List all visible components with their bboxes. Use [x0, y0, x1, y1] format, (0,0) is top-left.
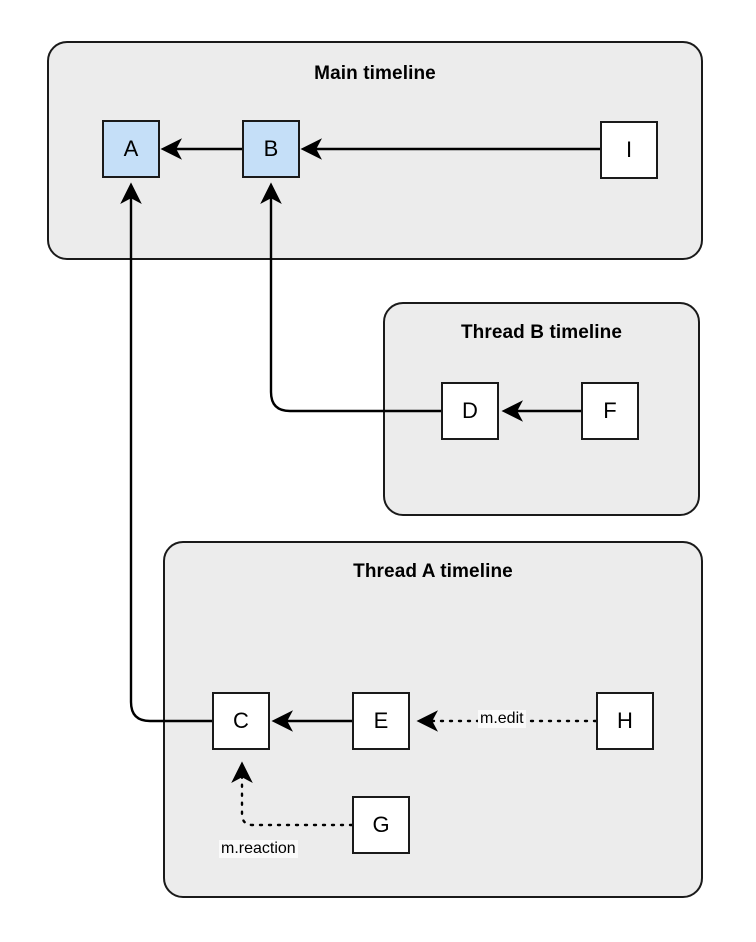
group-main-timeline-title: Main timeline: [314, 63, 436, 84]
edge-label-m-reaction: m.reaction: [219, 840, 298, 858]
group-thread-a-timeline-title: Thread A timeline: [353, 561, 513, 582]
node-e[interactable]: E: [352, 692, 410, 750]
node-b[interactable]: B: [242, 120, 300, 178]
node-c-label: C: [233, 708, 249, 733]
edge-label-m-edit: m.edit: [478, 710, 526, 728]
group-thread-b-timeline: Thread B timeline: [383, 302, 700, 516]
node-i-label: I: [625, 137, 633, 162]
edge-g-to-c: [231, 761, 354, 827]
node-g-label: G: [372, 812, 390, 837]
edge-d-to-b: [260, 182, 441, 413]
node-h-label: H: [617, 708, 633, 733]
node-f[interactable]: F: [581, 382, 639, 440]
group-thread-b-timeline-title: Thread B timeline: [460, 322, 623, 343]
node-g[interactable]: G: [352, 796, 410, 854]
node-b-label: B: [263, 136, 279, 161]
edge-c-to-a: [120, 182, 212, 723]
node-a-label: A: [123, 136, 139, 161]
node-e-label: E: [373, 708, 389, 733]
node-a[interactable]: A: [102, 120, 160, 178]
node-h[interactable]: H: [596, 692, 654, 750]
node-c[interactable]: C: [212, 692, 270, 750]
node-f-label: F: [603, 398, 617, 423]
node-d-label: D: [462, 398, 478, 423]
node-d[interactable]: D: [441, 382, 499, 440]
node-i[interactable]: I: [600, 121, 658, 179]
